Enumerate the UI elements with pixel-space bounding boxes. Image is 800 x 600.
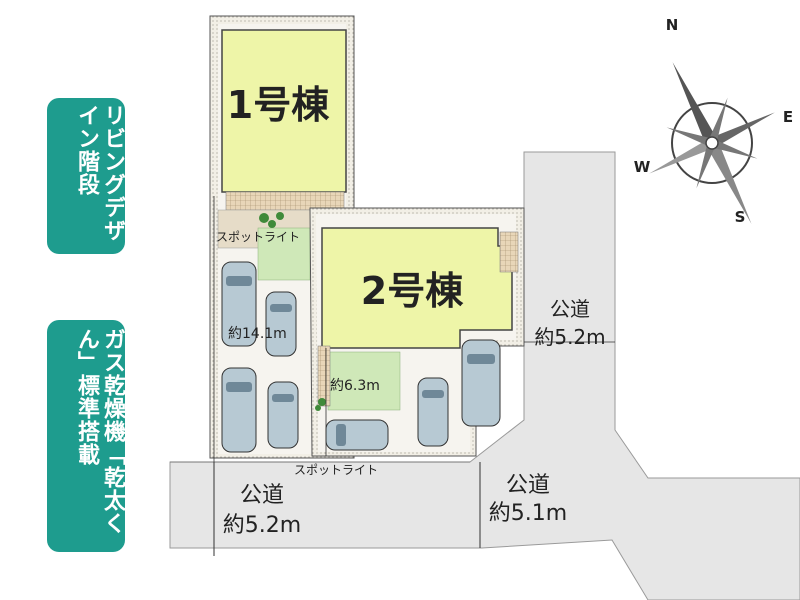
stairs-feature-badge: リビングデザイン階段: [47, 98, 125, 254]
car-6: [417, 377, 449, 447]
dimension-6-label: 約6.3m: [330, 378, 380, 394]
road-right-width: 約5.2m: [534, 325, 605, 349]
road-bottom-left-width: 約5.2m: [223, 513, 301, 538]
building-1: [221, 29, 347, 193]
compass-n-label: N: [666, 16, 679, 34]
lawn-2: [327, 351, 401, 411]
spotlight-top-label: スポットライト: [216, 230, 300, 244]
building-2: [321, 227, 513, 349]
building-2-label: 2号棟: [361, 269, 464, 313]
paving-2: [317, 345, 331, 407]
car-4: [267, 381, 299, 449]
car-3: [221, 367, 257, 453]
building-1-label: 1号棟: [227, 83, 330, 127]
compass-e-label: E: [783, 108, 793, 126]
entrance-paving-1: [225, 191, 345, 211]
shrubs: [259, 212, 326, 411]
dryer-feature-badge: ガス乾燥機「乾太くん」標準搭載: [47, 320, 125, 552]
road-bottom-left-name: 公道: [240, 483, 284, 508]
compass-w-label: W: [634, 158, 651, 176]
compass-s-label: S: [735, 208, 746, 226]
road-bottom-right-width: 約5.1m: [489, 501, 567, 526]
car-2: [265, 291, 297, 357]
dimension-14-label: 約14.1m: [228, 326, 287, 342]
entrance-paving-2: [499, 231, 519, 273]
car-5: [325, 419, 389, 451]
road-bottom-right-name: 公道: [506, 473, 550, 498]
road-right-name: 公道: [550, 297, 590, 321]
lawn-1: [257, 227, 311, 281]
spotlight-bottom-label: スポットライト: [294, 463, 378, 477]
compass-rose: [649, 62, 775, 224]
car-7: [461, 339, 501, 427]
